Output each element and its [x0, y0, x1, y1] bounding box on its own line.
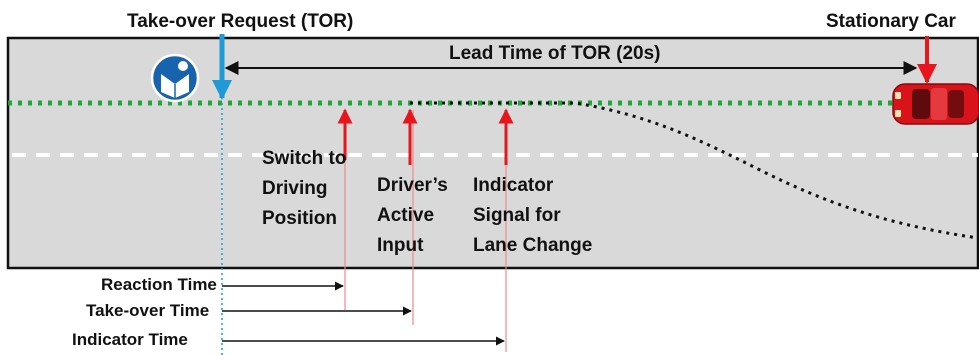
- stationary-car-label: Stationary Car: [826, 11, 956, 32]
- red-car-icon: [892, 83, 979, 125]
- takeover-time-label: Take-over Time: [86, 301, 210, 320]
- active-input-label: Driver’s Active Input: [377, 175, 448, 256]
- driving-trajectory: [410, 101, 979, 240]
- tor-label: Take-over Request (TOR): [127, 11, 354, 32]
- indicator-signal-label: Indicator Signal for Lane Change: [473, 175, 593, 256]
- indicator-time-label: Indicator Time: [72, 330, 188, 349]
- read-manual-icon: [150, 53, 200, 103]
- lead-time-label: Lead Time of TOR (20s): [449, 43, 661, 64]
- reaction-time-label: Reaction Time: [101, 275, 217, 294]
- switch-position-label: Switch to Driving Position: [262, 148, 347, 229]
